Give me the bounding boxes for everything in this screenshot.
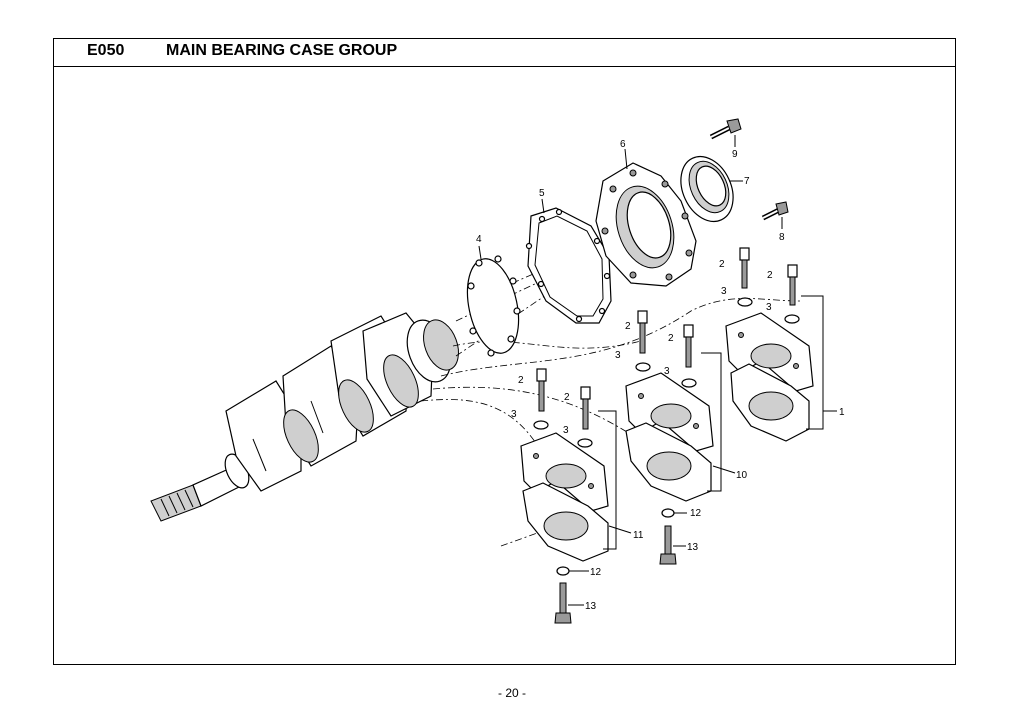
callout-8: 8 bbox=[779, 232, 785, 243]
oil-seal-7 bbox=[680, 155, 743, 223]
group-header: E050 MAIN BEARING CASE GROUP bbox=[54, 39, 955, 67]
callout-7: 7 bbox=[744, 176, 750, 187]
callout-5: 5 bbox=[539, 188, 545, 199]
bolt-8 bbox=[761, 201, 789, 229]
callout-3: 3 bbox=[721, 286, 727, 297]
callout-12: 12 bbox=[690, 508, 702, 519]
callout-2: 2 bbox=[668, 333, 674, 344]
callout-2: 2 bbox=[625, 321, 631, 332]
callout-1: 1 bbox=[839, 407, 845, 418]
crankshaft bbox=[150, 312, 459, 522]
seal-case-6 bbox=[595, 148, 697, 287]
group-title: MAIN BEARING CASE GROUP bbox=[166, 42, 398, 59]
gasket-4 bbox=[466, 245, 521, 357]
bearing-case-11 bbox=[520, 368, 632, 624]
page-number: - 20 - bbox=[497, 686, 526, 700]
callout-10: 10 bbox=[736, 470, 748, 481]
callout-3: 3 bbox=[664, 366, 670, 377]
callout-6: 6 bbox=[620, 139, 626, 150]
bearing-case-1 bbox=[725, 247, 837, 442]
callout-numbers: 1 2 2 2 2 2 2 3 3 3 3 3 3 4 5 6 7 8 9 10… bbox=[476, 139, 845, 612]
gasket-5 bbox=[525, 198, 612, 324]
callout-2: 2 bbox=[719, 259, 725, 270]
callout-2: 2 bbox=[767, 270, 773, 281]
bolt-9 bbox=[709, 118, 742, 147]
callout-12: 12 bbox=[590, 567, 602, 578]
callout-3: 3 bbox=[563, 425, 569, 436]
group-code: E050 bbox=[87, 42, 125, 59]
bearing-case-10 bbox=[625, 310, 736, 565]
callout-13: 13 bbox=[585, 601, 597, 612]
exploded-view-diagram: 1 2 2 2 2 2 2 3 3 3 3 3 3 4 5 6 7 8 9 10… bbox=[150, 118, 845, 624]
callout-9: 9 bbox=[732, 149, 738, 160]
callout-11: 11 bbox=[633, 530, 644, 541]
callout-2: 2 bbox=[564, 392, 570, 403]
callout-3: 3 bbox=[511, 409, 517, 420]
callout-3: 3 bbox=[615, 350, 621, 361]
callout-13: 13 bbox=[687, 542, 699, 553]
parts-diagram-frame: E050 MAIN BEARING CASE GROUP bbox=[53, 38, 956, 665]
callout-2: 2 bbox=[518, 375, 524, 386]
callout-4: 4 bbox=[476, 234, 482, 245]
callout-3: 3 bbox=[766, 302, 772, 313]
